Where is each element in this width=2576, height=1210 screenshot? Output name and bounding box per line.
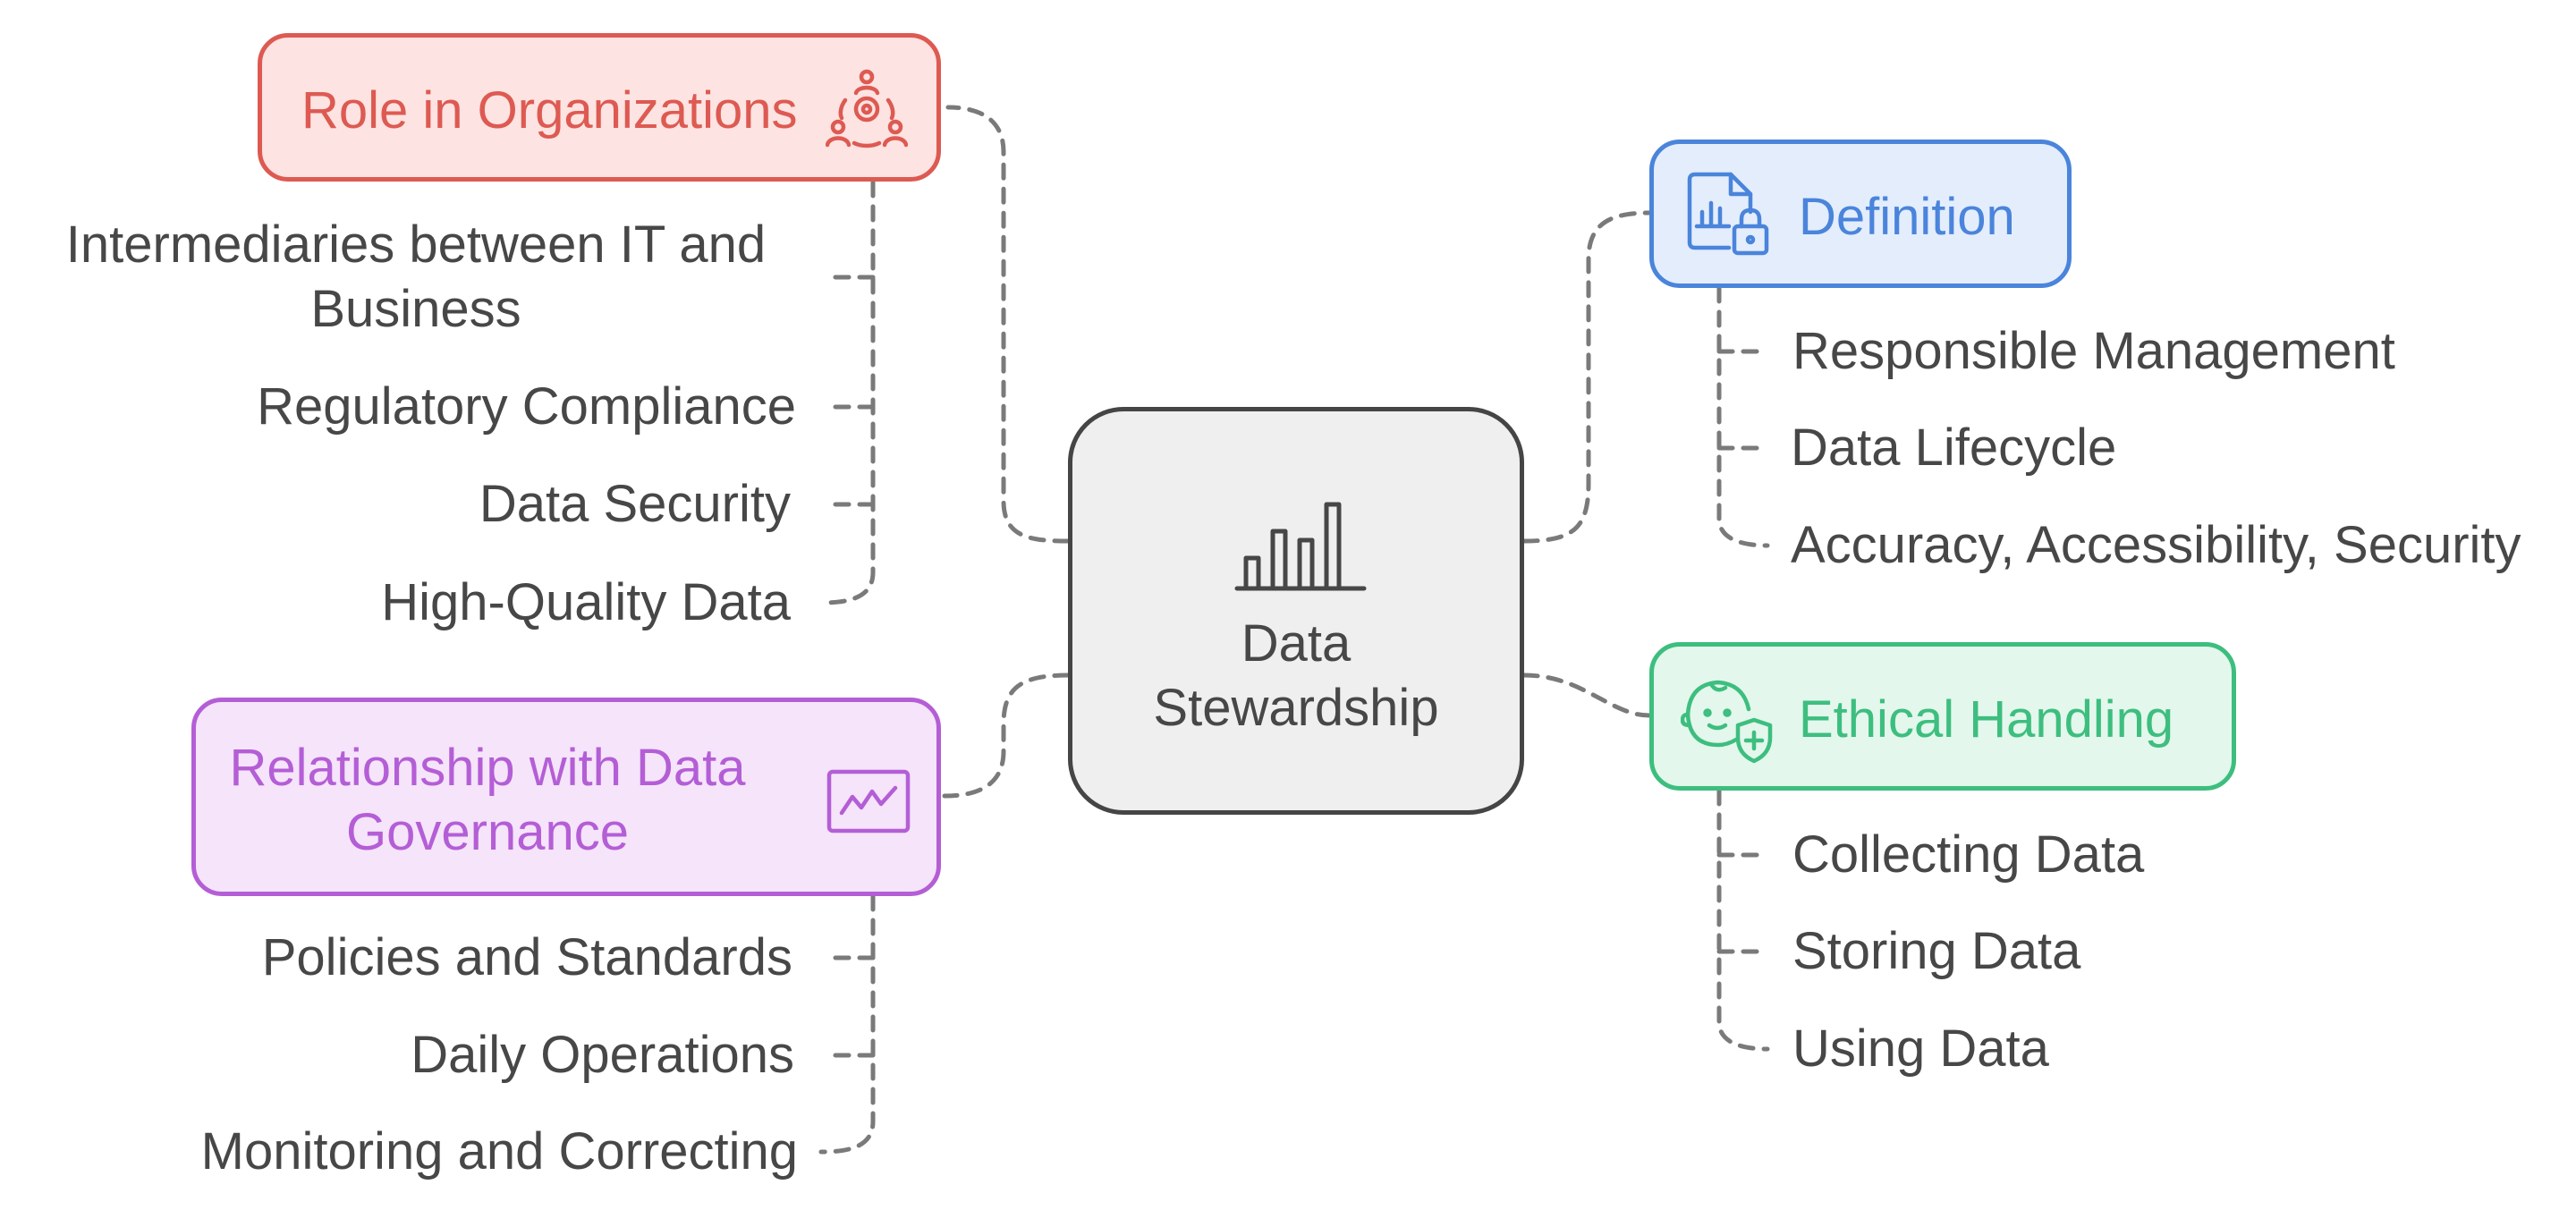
connector-definition-trunk <box>1716 285 1770 548</box>
secure-document-chart-icon <box>1687 172 1769 256</box>
list-item: Regulatory Compliance <box>257 377 796 436</box>
list-item: Policies and Standards <box>261 928 792 986</box>
connector-center-governance <box>942 673 1071 799</box>
branch-definition[interactable]: Definition <box>1649 140 2072 288</box>
bar-chart-icon <box>1234 502 1367 591</box>
list-item: Storing Data <box>1792 922 2081 980</box>
branch-ethical-handling[interactable]: Ethical Handling <box>1649 642 2236 791</box>
list-item: Data Lifecycle <box>1791 419 2117 477</box>
team-network-icon <box>826 69 908 148</box>
branch-title: Ethical Handling <box>1799 690 2174 749</box>
connector-role-trunk <box>818 180 876 605</box>
list-item: Accuracy, Accessibility, Security <box>1791 516 2521 574</box>
branch-title: Role in Organizations <box>301 81 798 140</box>
list-item: High-Quality Data <box>381 573 791 631</box>
list-item: Responsible Management <box>1792 322 2395 380</box>
list-item: Intermediaries between IT and Business <box>65 216 767 338</box>
central-topic-line1: Data <box>1241 614 1352 673</box>
connector-center-role <box>945 105 1071 544</box>
list-item: Monitoring and Correcting <box>200 1122 798 1180</box>
branch-relationship-with-data-governance[interactable]: Relationship with Data Governance <box>191 698 941 896</box>
list-item: Daily Operations <box>411 1026 794 1084</box>
baby-shield-icon <box>1681 680 1773 764</box>
list-item: Data Security <box>479 475 791 533</box>
monitor-chart-icon <box>826 769 911 833</box>
branch-role-in-organizations[interactable]: Role in Organizations <box>258 33 941 182</box>
connector-center-ethical <box>1521 673 1652 718</box>
list-item: Using Data <box>1792 1020 2049 1078</box>
central-topic-node[interactable]: Data Stewardship <box>1068 407 1524 815</box>
connector-governance-trunk <box>818 893 876 1155</box>
branch-title: Relationship with Data Governance <box>229 739 746 861</box>
branch-title: Definition <box>1799 188 2015 246</box>
central-topic-line2: Stewardship <box>1153 679 1439 737</box>
connector-ethical-trunk <box>1716 788 1770 1052</box>
list-item: Collecting Data <box>1792 825 2145 884</box>
connector-center-definition <box>1521 210 1652 544</box>
